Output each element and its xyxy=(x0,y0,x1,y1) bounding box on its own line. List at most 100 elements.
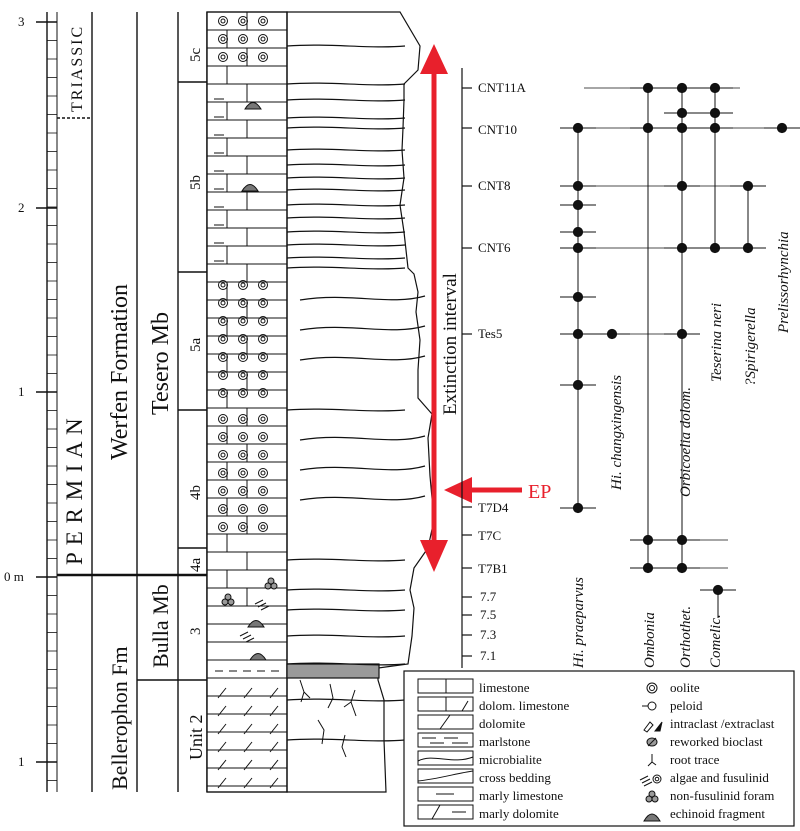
echinoid-fragment-icon xyxy=(247,620,265,628)
oolite-icon xyxy=(238,298,248,308)
bedding-line xyxy=(286,116,406,120)
legend-swatch xyxy=(417,696,474,712)
oolite-icon xyxy=(238,486,248,496)
oolite-icon xyxy=(238,414,248,424)
oolite-icon xyxy=(238,280,248,290)
unit-label-4a: 4a xyxy=(188,558,204,573)
oolite-icon xyxy=(238,432,248,442)
legend-swatch xyxy=(417,768,474,784)
oolite-icon xyxy=(218,504,228,514)
oolite-icon xyxy=(238,34,248,44)
oolite-icon xyxy=(258,504,268,514)
bedding-line xyxy=(286,98,406,102)
bedding-line xyxy=(286,662,406,666)
cross-bedding-line xyxy=(299,295,426,301)
legend-label: dolomite xyxy=(479,716,525,731)
taxon-label-orthothet: Orthothet. xyxy=(678,606,694,668)
occurrence-point xyxy=(712,584,724,596)
oolite-icon xyxy=(258,432,268,442)
scale-labels: 3 2 1 0 m 1 xyxy=(4,14,25,769)
bedding-line xyxy=(286,634,406,638)
sample-label: 7.3 xyxy=(480,627,496,642)
scale-tick-label: 0 m xyxy=(4,569,24,584)
unit-label-2: Unit 2 xyxy=(186,714,206,760)
oolite-icon xyxy=(258,370,268,380)
oolite-icon xyxy=(258,468,268,478)
formation-werfen-label: Werfen Formation xyxy=(107,284,133,460)
taxon-labels: Hi. praeparvus Hi. changxingensis Omboni… xyxy=(571,231,792,669)
oolite-icon xyxy=(218,388,228,398)
oolite-icon xyxy=(218,352,228,362)
oolite-icon xyxy=(218,414,228,424)
legend-label: marly dolomite xyxy=(479,806,559,821)
intraclast-icon xyxy=(643,721,663,733)
oolite-icon xyxy=(258,414,268,424)
oolite-icon xyxy=(238,468,248,478)
dolomite-mark xyxy=(269,687,279,699)
dolomite-mark xyxy=(217,705,227,717)
legend-label: peloid xyxy=(670,698,703,713)
bedding-line xyxy=(286,82,406,86)
bedding-line xyxy=(286,558,406,562)
bedding-line xyxy=(286,608,406,612)
taxon-label-teserina: Teserina neri xyxy=(709,303,725,382)
bedding-line xyxy=(286,256,406,260)
sample-label: 7.7 xyxy=(480,589,497,604)
oolite-icon xyxy=(646,682,658,694)
oolite-icon xyxy=(238,316,248,326)
occurrence-point xyxy=(572,379,584,391)
unit-label-5c: 5c xyxy=(188,48,204,63)
echinoid-fragment-icon xyxy=(643,813,661,822)
scale-tick-label: 1 xyxy=(18,384,25,399)
root-traces xyxy=(299,679,357,758)
oolite-icon xyxy=(258,316,268,326)
cross-bedding-line xyxy=(299,465,426,471)
legend-swatch xyxy=(417,804,474,820)
algae-fusulinid-icon xyxy=(254,599,270,611)
dolomite-mark xyxy=(217,777,227,789)
sample-label: CNT8 xyxy=(478,178,511,193)
occurrence-point xyxy=(572,502,584,514)
non-fusulinid-foram-icon xyxy=(645,790,659,803)
oolite-icon xyxy=(258,34,268,44)
bedding-line xyxy=(286,44,406,48)
oolite-icon xyxy=(218,486,228,496)
taxon-label-comelic: Comelic. xyxy=(708,614,724,668)
sample-labels: CNT11A CNT10 CNT8 CNT6 Tes5 T7D4 T7C T7B… xyxy=(478,80,527,663)
bedding-line xyxy=(286,230,406,234)
unit-label-4b: 4b xyxy=(188,485,204,500)
oolite-icon xyxy=(238,504,248,514)
oolite-icon xyxy=(218,370,228,380)
oolite-icon xyxy=(258,388,268,398)
legend-label: limestone xyxy=(479,680,530,695)
weathering-profile xyxy=(286,11,435,793)
oolite-icon xyxy=(258,334,268,344)
legend-label: root trace xyxy=(670,752,720,767)
column-titles: TRIASSIC P E R M I A N Werfen Formation … xyxy=(62,25,206,790)
oolite-icon xyxy=(258,352,268,362)
oolite-icon xyxy=(218,16,228,26)
sample-label: CNT6 xyxy=(478,240,511,255)
bedding-line xyxy=(286,738,406,742)
dolomite-mark xyxy=(269,723,279,735)
legend-swatch xyxy=(417,732,474,748)
taxon-label-prelissorhynchia: Prelissorhynchia xyxy=(776,231,792,334)
oolite-icon xyxy=(218,334,228,344)
cross-bedding-line xyxy=(299,435,426,441)
legend-label: algae and fusulinid xyxy=(670,770,769,785)
legend-lithology-swatches xyxy=(417,678,474,820)
dolomite-mark xyxy=(243,705,253,717)
legend-swatch xyxy=(417,714,474,730)
oolite-icon xyxy=(258,522,268,532)
occurrence-point xyxy=(572,199,584,211)
sample-label: CNT10 xyxy=(478,122,517,137)
oolite-icon xyxy=(238,334,248,344)
occurrence-point xyxy=(676,107,688,119)
taxon-label-hi-changxingensis: Hi. changxingensis xyxy=(609,375,625,491)
oolite-icon xyxy=(218,432,228,442)
echinoid-fragment-icon xyxy=(249,653,267,661)
legend-component-labels: oolite peloid intraclast /extraclast rew… xyxy=(670,680,775,821)
oolite-icon xyxy=(238,52,248,62)
dolomite-mark xyxy=(217,759,227,771)
oolite-icon xyxy=(218,450,228,460)
